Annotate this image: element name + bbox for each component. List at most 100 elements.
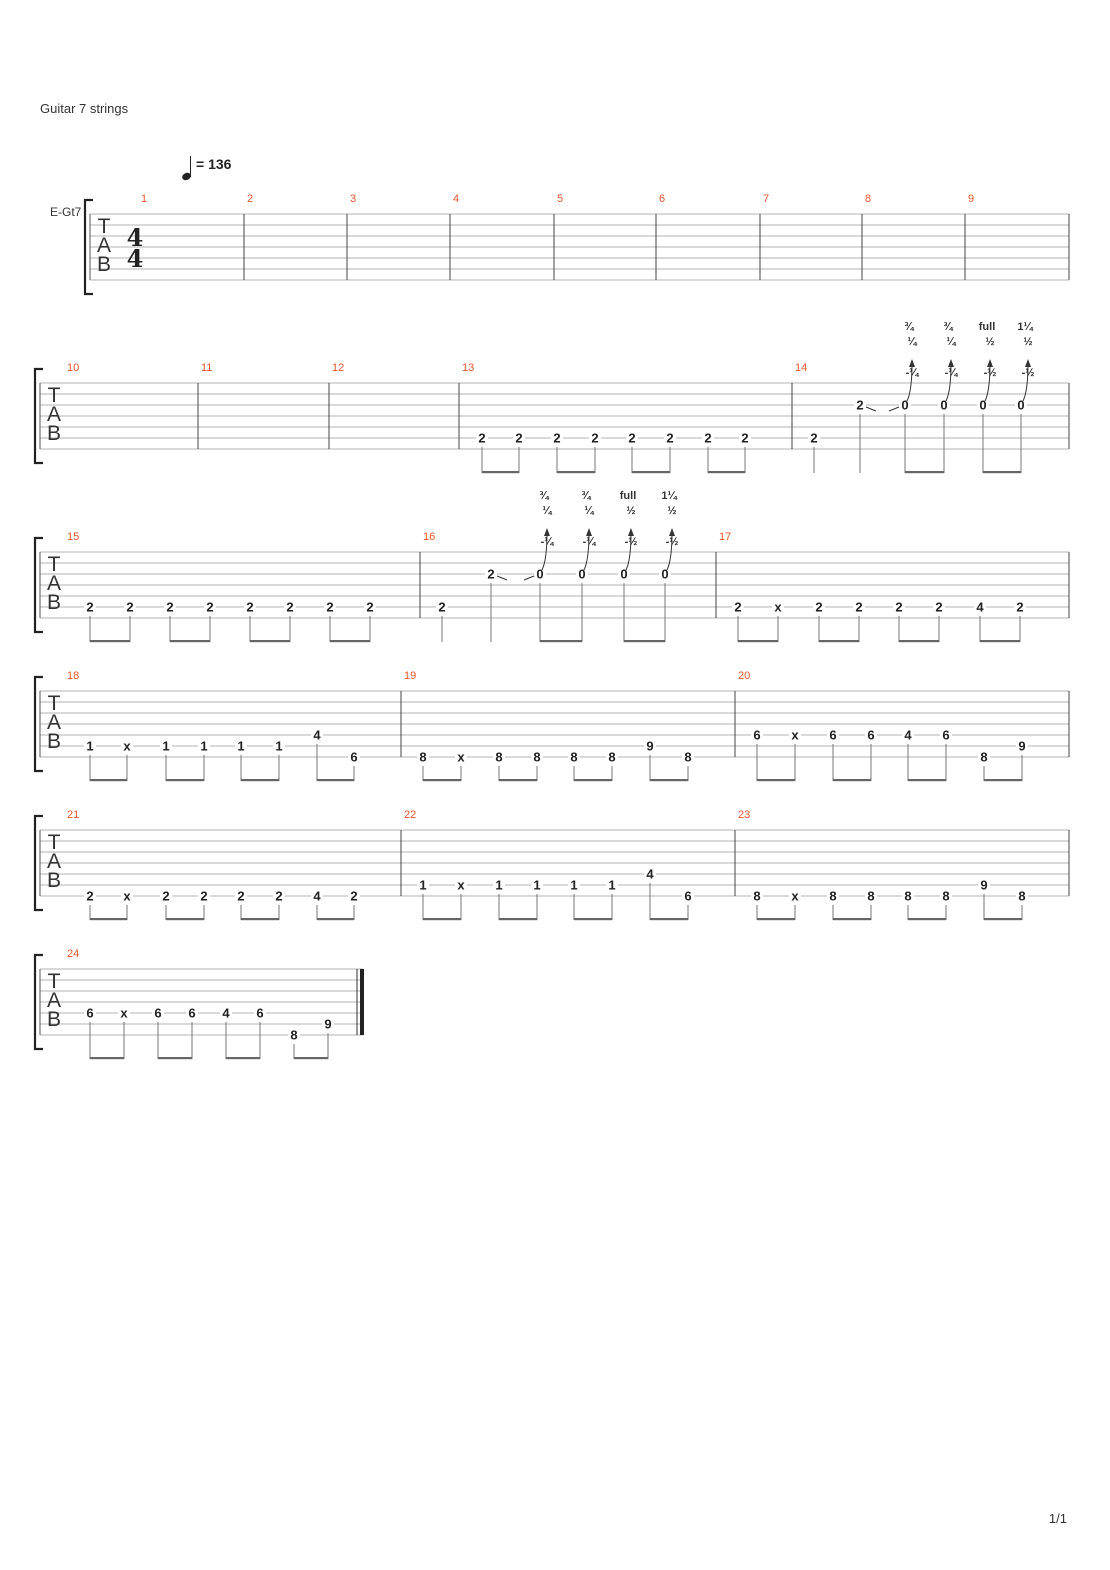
beam: [90, 779, 127, 782]
fret-bg: [84, 601, 96, 613]
fret-bg: [84, 740, 96, 752]
fret-number: 2: [487, 567, 494, 582]
quarter-note-stem: [190, 156, 192, 177]
fret-number: 6: [256, 1006, 263, 1021]
bend-curve: [625, 531, 632, 571]
fret-number: 8: [495, 750, 502, 765]
fret-bg: [751, 729, 763, 741]
fret-number: 8: [829, 889, 836, 904]
fret-number: 2: [935, 600, 942, 615]
fret-bg: [899, 399, 911, 411]
measure-number: 21: [67, 809, 79, 821]
fret-bg: [933, 601, 945, 613]
bend-amount: 1¼: [661, 490, 677, 502]
fret-bg: [220, 1007, 232, 1019]
beam: [250, 640, 290, 643]
tab-clef-letter: T: [48, 553, 61, 576]
fret-number: x: [123, 739, 131, 754]
fret-number: 8: [942, 889, 949, 904]
beam: [757, 779, 795, 782]
fret-bg: [606, 751, 618, 763]
fret-number: 2: [515, 431, 522, 446]
fret-number: 0: [661, 567, 668, 582]
fret-bg: [1014, 601, 1026, 613]
measure-number: 14: [795, 362, 807, 374]
fret-number: 0: [1017, 398, 1024, 413]
fret-number: 8: [570, 750, 577, 765]
fret-bg: [865, 890, 877, 902]
fret-bg: [854, 399, 866, 411]
fret-bg: [311, 729, 323, 741]
fret-number: 1: [200, 739, 207, 754]
fret-bg: [974, 601, 986, 613]
measure-number: 22: [404, 809, 416, 821]
fret-number: 4: [904, 728, 912, 743]
fret-bg: [1015, 399, 1027, 411]
fret-number: 1: [570, 878, 577, 893]
beam: [90, 918, 127, 921]
tab-clef-letter: A: [97, 234, 111, 257]
fret-bg: [938, 399, 950, 411]
bend-arrow: [628, 528, 634, 536]
fret-bg: [348, 890, 360, 902]
fret-number: 2: [286, 600, 293, 615]
fret-number: 0: [940, 398, 947, 413]
measure-number: 11: [201, 362, 212, 374]
fret-number: 2: [856, 398, 863, 413]
fret-bg: [121, 890, 133, 902]
tab-clef-letter: T: [48, 692, 61, 715]
measure-number: 12: [332, 362, 344, 374]
final-barline-thick: [360, 969, 364, 1035]
fret-bg: [513, 432, 525, 444]
fret-bg: [978, 751, 990, 763]
fret-bg: [902, 729, 914, 741]
bend-amount: full: [979, 321, 996, 333]
beam: [899, 640, 939, 643]
fret-number: 2: [478, 431, 485, 446]
fret-number: 8: [867, 889, 874, 904]
fret-number: 1: [495, 878, 502, 893]
beam: [499, 918, 537, 921]
beam: [226, 1057, 260, 1060]
bend-release: -¼: [906, 367, 920, 379]
fret-bg: [813, 601, 825, 613]
fret-bg: [978, 879, 990, 891]
bend-arrow: [909, 359, 915, 367]
instrument-title: Guitar 7 strings: [40, 101, 129, 116]
fret-bg: [254, 1007, 266, 1019]
fret-bg: [644, 868, 656, 880]
fret-number: x: [457, 878, 465, 893]
measure-number: 24: [67, 948, 79, 960]
beam: [241, 779, 279, 782]
fret-bg: [531, 879, 543, 891]
fret-number: 2: [86, 600, 93, 615]
fret-number: 2: [591, 431, 598, 446]
fret-bg: [589, 432, 601, 444]
tab-clef-letter: B: [47, 591, 61, 614]
fret-number: 2: [126, 600, 133, 615]
fret-number: 6: [350, 750, 357, 765]
fret-number: 6: [684, 889, 691, 904]
tempo-marking: = 136: [180, 153, 260, 187]
fret-bg: [160, 740, 172, 752]
fret-bg: [152, 1007, 164, 1019]
fret-number: 0: [901, 398, 908, 413]
fret-number: 2: [246, 600, 253, 615]
bend-amount: ½: [1023, 336, 1032, 348]
fret-bg: [417, 879, 429, 891]
fret-number: 1: [275, 739, 282, 754]
bend-amount: ¼: [584, 505, 594, 517]
bend-arrow: [948, 359, 954, 367]
fret-number: 9: [324, 1017, 331, 1032]
fret-bg: [84, 1007, 96, 1019]
fret-bg: [626, 432, 638, 444]
fret-number: 8: [608, 750, 615, 765]
fret-bg: [865, 729, 877, 741]
bend-amount: ¼: [907, 336, 917, 348]
fret-bg: [618, 568, 630, 580]
fret-number: 2: [815, 600, 822, 615]
bend-release: -¼: [541, 536, 555, 548]
fret-bg: [940, 729, 952, 741]
fret-bg: [284, 601, 296, 613]
bend-amount: ½: [985, 336, 994, 348]
